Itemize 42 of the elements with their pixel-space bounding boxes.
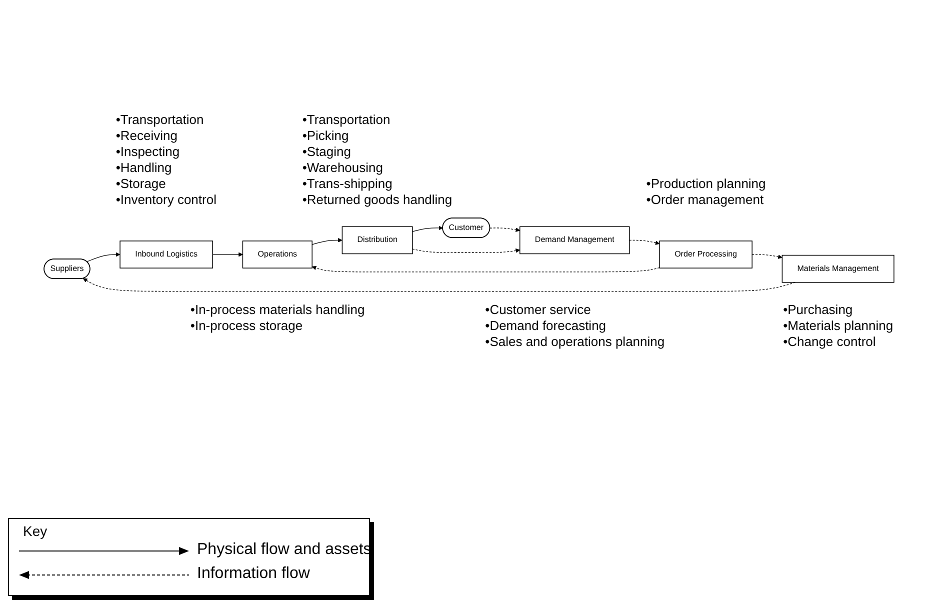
bullet-item: •Picking (302, 128, 350, 144)
bullet-item: •Transportation (302, 112, 392, 128)
process-box: Inbound Logistics (120, 240, 213, 269)
bullet-item: •Returned goods handling (302, 192, 452, 208)
bullet-item: •Order management (646, 192, 765, 208)
bullet-item: •Customer service (485, 302, 592, 318)
process-box: Operations (242, 240, 312, 269)
ellipse-node: Suppliers (44, 259, 90, 280)
arrow (212, 252, 243, 258)
bullet-item: •Production planning (646, 176, 766, 192)
bullet-item: •Inspecting (116, 144, 181, 160)
bullet-item: •Change control (783, 334, 877, 350)
bullet-item: •Trans-shipping (302, 176, 394, 192)
arrow (312, 266, 660, 273)
bullet-item: •Staging (302, 144, 352, 160)
arrow (412, 248, 520, 254)
bullet-item: •Demand forecasting (485, 318, 608, 334)
arrow (312, 238, 342, 246)
ellipse-node: Customer (442, 218, 490, 238)
process-box: Order Processing (659, 240, 752, 269)
arrow (752, 254, 782, 260)
bullet-item: •Transportation (116, 112, 205, 128)
bullet-item: •Inventory control (116, 192, 216, 208)
bullet-item: •Warehousing (302, 160, 384, 176)
bullet-item: •Sales and operations planning (485, 334, 665, 350)
bullet-item: •Purchasing (783, 302, 854, 318)
bullet-item: •In-process storage (190, 318, 304, 334)
arrow (86, 252, 120, 262)
bullet-item: •Materials planning (783, 318, 894, 334)
bullet-item: •Storage (116, 176, 167, 192)
process-box: Materials Management (782, 255, 894, 284)
arrow (412, 226, 444, 232)
bullet-item: •Handling (116, 160, 173, 176)
bullet-item: •Receiving (116, 128, 178, 144)
arrow (629, 240, 660, 246)
legend-heading: Key (23, 523, 48, 539)
bullet-item: •In-process materials handling (190, 302, 365, 318)
legend-label: Information flow (197, 565, 310, 583)
process-box: Demand Management (520, 226, 630, 254)
legend-label: Physical flow and assets (197, 541, 372, 559)
process-box: Distribution (342, 226, 413, 254)
arrow (490, 228, 520, 232)
